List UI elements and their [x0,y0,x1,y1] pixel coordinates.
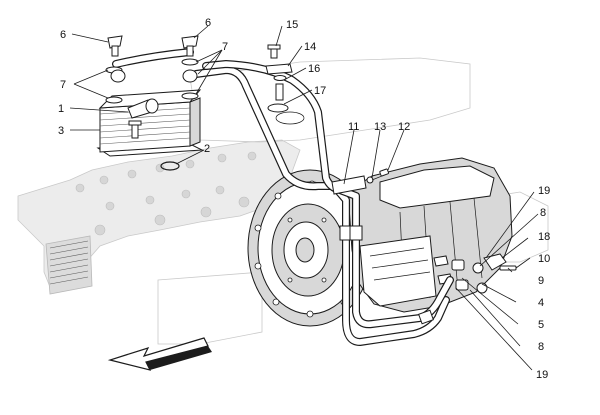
washer-right-upper [181,58,199,66]
callout-numbers: 6 6 7 7 1 3 2 15 14 16 17 11 13 12 19 8 … [58,17,550,381]
callout-10: 10 [538,253,550,265]
transmission-assembly [247,157,517,327]
pipe-sleeve-right [349,225,363,241]
support-bracket [265,63,293,75]
banjo-fitting-right [182,69,198,83]
clamp-bolt [379,168,390,177]
callout-19-upper: 19 [538,185,550,197]
support-bolt-head [267,44,281,50]
cooler-inlet-flange [145,98,159,114]
banjo-bolt-left-shank [111,45,119,57]
support-ring [275,111,305,125]
cooler-mount-bolt [131,123,139,139]
case-fittings [433,253,517,294]
callout-4: 4 [538,297,544,309]
support-stud [275,83,284,101]
fitting-upper [451,259,465,271]
support-spacer [273,75,287,81]
oring [160,161,180,171]
callout-16: 16 [308,63,320,75]
washer-left-lower [105,96,123,104]
front-direction-arrow-icon [107,337,212,371]
fitting-lower [455,279,469,291]
callout-14: 14 [304,41,316,53]
callout-11: 11 [348,121,359,133]
callout-17: 17 [314,85,326,97]
banjo-fitting-left [110,69,126,83]
pipe-support-hardware [265,44,305,125]
ghost-background-panel [189,57,471,143]
valve-body [359,235,437,307]
ghost-engine-grille-lines [49,240,89,285]
ghost-lower-panel [157,271,263,345]
support-grommet [267,103,289,113]
clamp-bolt-shaft [371,175,383,181]
callout-5: 5 [538,319,544,331]
leader-lines [69,25,539,371]
ghost-context [17,57,549,345]
callout-18: 18 [538,231,550,243]
washer-right-lower [181,92,199,100]
callout-12: 12 [398,121,410,133]
valve-body-lines [369,247,431,281]
ghost-engine-bolts [75,151,257,236]
cooler-body-side [189,97,201,147]
callout-15: 15 [286,19,298,31]
oil-cooler [96,89,204,171]
union-upper [433,255,449,267]
callout-6-right: 6 [205,17,211,29]
callout-9: 9 [538,275,544,287]
callout-19-lower: 19 [536,369,548,381]
banjo-bolt-right-shank [186,45,194,57]
gearbox-top-cover [379,165,495,209]
pipe-clamp [331,175,367,195]
banjo-bolt-right-head [181,35,199,49]
callout-6-left: 6 [60,29,66,41]
callout-13: 13 [374,121,386,133]
callout-8-lower: 8 [538,341,544,353]
clamp-bolt-head [366,176,374,184]
pipe-sleeve-lower [418,309,434,325]
cooler-mount-bolt-head [128,120,142,126]
callout-1: 1 [58,103,64,115]
callout-8-upper: 8 [540,207,546,219]
banjo-bolt-left-head [107,35,123,49]
callout-7-right: 7 [222,41,228,53]
cooler-fins [99,107,191,145]
clamp-bolt-12 [379,168,390,177]
banjo-bolts [105,35,199,83]
callout-7-left: 7 [60,79,66,91]
input-shaft [295,237,315,263]
callout-3: 3 [58,125,64,137]
ghost-engine-grille [45,235,93,295]
callout-2: 2 [204,143,210,155]
